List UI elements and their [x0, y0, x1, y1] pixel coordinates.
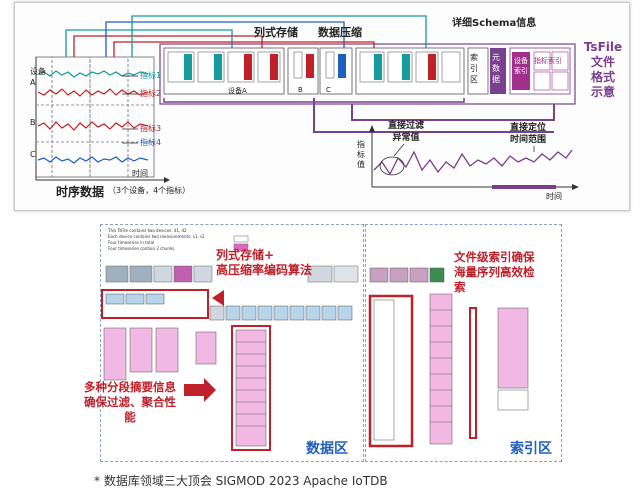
label-col-c: C [326, 86, 331, 94]
label-device-c: C [30, 150, 36, 159]
time-range-bar [492, 185, 556, 189]
tsfile-title-line2: 文件 [590, 55, 615, 69]
red-arrow-2 [212, 290, 224, 306]
red-arrow-1 [184, 378, 216, 402]
tsfile-title: TsFile 文件 格式 示意 [580, 40, 626, 100]
label-columnar-algo: 列式存储+ 高压缩率编码算法 [216, 248, 313, 277]
left-pink-tables [103, 327, 217, 381]
tsfile-diagram [35, 15, 579, 190]
label-metric3: 指标3 [140, 124, 162, 133]
label-device-index: 设备索引 [514, 57, 528, 75]
label-time2: 时间 [546, 192, 562, 201]
label-ts-data-sub: （3个设备，4个指标） [108, 186, 191, 195]
anomaly-circle [379, 156, 405, 176]
series-metric3 [37, 121, 149, 131]
tsfile-title-line4: 示意 [590, 85, 615, 99]
label-multi-summary: 多种分段摘要信息 确保过滤、聚合性 能 [84, 380, 176, 424]
series-metric2 [37, 88, 149, 97]
label-meta: 元数据 [492, 53, 500, 84]
label-filter: 直接过滤 异常值 [388, 121, 425, 143]
doc-line-4: Four timeseries contain 2 chunks [108, 246, 175, 251]
tsfile-title-line3: 格式 [590, 70, 615, 84]
label-metric2: 指标2 [140, 89, 162, 98]
index-header-row [369, 267, 445, 283]
label-time-axis: 时间 [132, 169, 148, 178]
chunk-group-a [167, 51, 281, 83]
label-col-b: B [298, 86, 303, 94]
tsfile-frame [159, 43, 576, 105]
label-metric-value: 指标值 [357, 140, 365, 169]
label-metric-index: 指标索引 [534, 57, 562, 65]
label-compress: 数据压缩 [318, 26, 362, 39]
file-layout-diagram [101, 235, 529, 451]
label-file-index: 文件级索引确保 海量序列高效检 索 [454, 250, 535, 294]
doc-line-3: Four timeseries in total [108, 240, 155, 245]
label-device-b: B [30, 118, 36, 127]
label-device-group-a: 设备A [228, 87, 247, 95]
label-locate: 直接定位 时间范围 [510, 123, 547, 145]
series-metric1 [37, 70, 149, 78]
label-data-zone: 数据区 [306, 441, 348, 457]
tsfile-title-line1: TsFile [583, 40, 623, 54]
label-metric1: 指标1 [140, 71, 162, 80]
label-ts-data: 时序数据 [56, 185, 105, 199]
index-zone-panel [365, 224, 562, 462]
right-chart-series [373, 149, 573, 176]
label-device-a: 设备 A [30, 67, 46, 87]
label-index-area: 索引区 [470, 53, 478, 84]
label-schema: 详细Schema信息 [452, 18, 537, 29]
doc-line-2: Each device contains two measurements: s… [108, 234, 205, 239]
header-row [105, 265, 359, 283]
caption: * 数据库领域三大顶会 SIGMOD 2023 Apache IoTDB [94, 474, 388, 488]
series-metric4 [37, 156, 149, 164]
chunk-row [209, 305, 353, 321]
tsfile-diagram-panel [14, 2, 630, 211]
label-index-zone: 索引区 [510, 441, 552, 457]
label-columnar: 列式存储 [254, 26, 298, 39]
label-metric4: 指标4 [140, 138, 162, 147]
doc-header: This TsFile contains two devices: d1, d2… [108, 228, 258, 252]
doc-line-1: This TsFile contains two devices: d1, d2 [108, 228, 187, 233]
